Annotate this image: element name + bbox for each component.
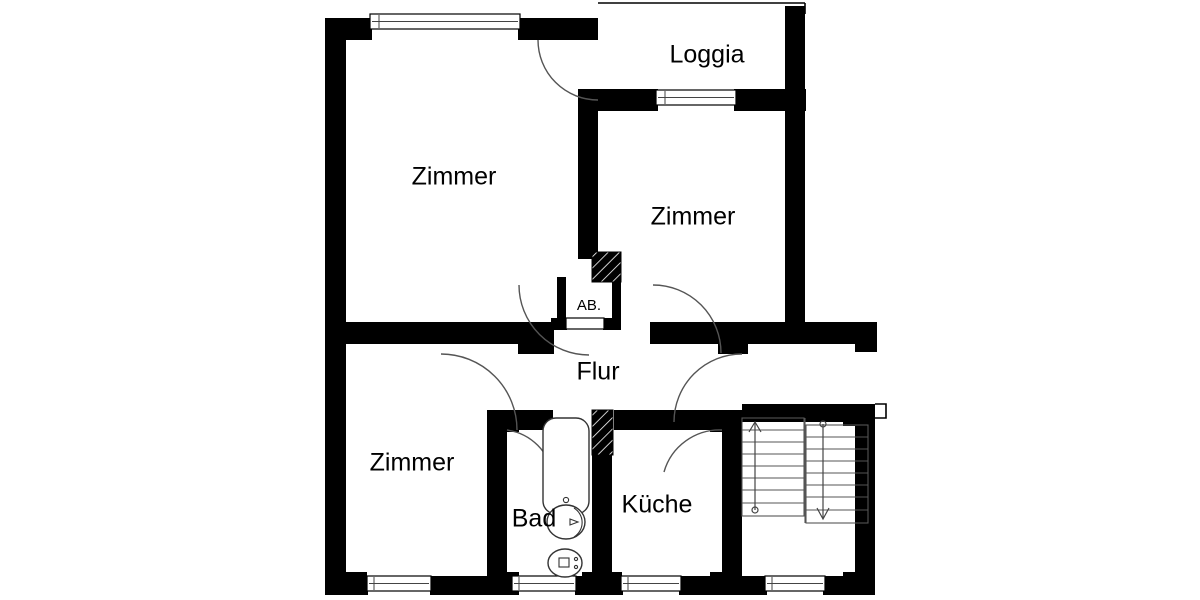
room-label-ab: AB. [577,297,601,314]
wall-right-outer-upper [785,89,805,336]
stair-top-notch [875,403,887,419]
door-flur-stair [673,353,743,423]
wall-bottom-a [346,576,368,595]
wall-top-loggia-jamb [578,18,598,40]
wall-loggia-right [785,6,805,100]
room-label-bad: Bad [512,505,556,533]
room-label-zimmer-top-right: Zimmer [651,203,736,231]
wall-between-top-rooms [578,89,598,259]
stair-flight-down [805,420,869,524]
wall-bad-kueche [592,410,612,595]
windows [366,13,826,592]
wall-stair-top [742,404,855,422]
window-top-left [369,13,521,30]
door-zimmer3-flur [440,353,518,431]
door-zimmer1-loggia [537,39,599,101]
wall-zimmer3-bad [487,410,507,595]
window-bottom-1 [366,575,432,592]
wall-ab-bottom-right [603,318,621,330]
wall-bottom-e [823,576,875,595]
wall-bottom-d [679,576,767,595]
washbasin-icon [546,504,586,540]
wall-right-mid-jut-tip [855,322,877,352]
wall-loggia-bottom-left [590,89,658,111]
room-label-kueche: Küche [622,491,693,519]
room-label-loggia: Loggia [669,41,744,69]
wall-ab-bottom-left [551,318,567,330]
window-bottom-2 [511,575,577,592]
wall-bottom-c [575,576,623,595]
room-label-zimmer-bottom-left: Zimmer [370,449,455,477]
wall-left-outer [325,18,346,595]
door-zimmer2-flur [652,284,722,354]
wall-kueche-stair [722,410,742,595]
wall-mid-horizontal-left [346,322,536,344]
staircase [741,417,869,524]
stair-flight-up [741,417,805,517]
window-top-right [655,89,737,106]
window-bottom-3 [620,575,682,592]
wall-ab-left [557,277,566,327]
toilet-icon [547,548,583,578]
wall-ab-right [612,277,621,327]
room-labels: Zimmer Zimmer Loggia AB. Flur Zimmer Bad… [370,41,745,533]
walls [325,2,887,595]
wall-mid-horizontal-left-stub [518,322,554,354]
wall-top-left-a [346,18,372,40]
wall-above-kueche [614,410,722,430]
room-label-flur: Flur [576,358,619,386]
door-kueche-flur [663,429,723,473]
shaft-kueche-hatch [591,409,614,456]
shaft-ab-hatch [591,251,622,283]
bathtub-icon [542,417,590,515]
window-ab [565,317,605,330]
wall-bottom-b [430,576,512,595]
wall-kueche-stair-top-cap [710,410,742,432]
room-label-zimmer-top-left: Zimmer [412,163,497,191]
window-bottom-4 [764,575,826,592]
wall-mid-horizontal-right-stub [718,322,748,354]
doors [440,39,743,477]
bathroom-fixtures [542,417,590,578]
wall-above-bad [507,410,553,430]
wall-stair-right [855,404,875,595]
door-zimmer1-flur [518,284,590,356]
